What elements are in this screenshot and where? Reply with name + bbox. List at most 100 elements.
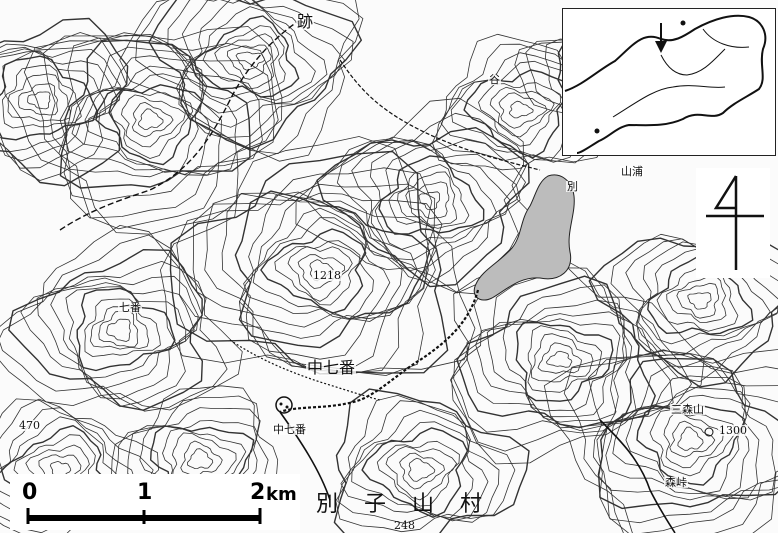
contour-line bbox=[399, 452, 445, 490]
road-4 bbox=[229, 339, 381, 401]
contour-line bbox=[18, 83, 59, 116]
contour-line bbox=[376, 440, 460, 507]
contour-line bbox=[169, 150, 449, 375]
contour-line bbox=[669, 420, 716, 458]
contour-line bbox=[121, 94, 186, 148]
label-nanaban: 七番 bbox=[118, 301, 142, 314]
contour-line bbox=[677, 426, 704, 451]
scale-tick-0: 0 bbox=[22, 480, 38, 505]
road-2 bbox=[59, 19, 301, 231]
label-tani: 谷 bbox=[488, 73, 501, 86]
scale-tick-1: 1 bbox=[137, 480, 153, 505]
road-3 bbox=[279, 411, 676, 533]
contour-line bbox=[20, 261, 203, 407]
contour-line bbox=[335, 395, 516, 533]
contour-line bbox=[175, 0, 345, 128]
label-peak-1218: 1218 bbox=[312, 269, 342, 282]
contour-line bbox=[160, 136, 476, 375]
contour-line bbox=[687, 292, 712, 310]
contour-line bbox=[515, 321, 614, 402]
contour-line bbox=[431, 33, 613, 171]
contour-line bbox=[435, 43, 597, 164]
contour-line bbox=[453, 267, 674, 433]
contour-line bbox=[243, 207, 391, 320]
contour-line bbox=[182, 6, 316, 101]
contour-line bbox=[546, 350, 573, 368]
contour-line bbox=[563, 350, 778, 533]
road-1 bbox=[279, 289, 480, 414]
contour-line bbox=[361, 427, 469, 518]
building-dot bbox=[279, 402, 283, 406]
contour-line bbox=[235, 51, 266, 71]
summit-marker bbox=[704, 427, 714, 437]
river-1 bbox=[339, 59, 541, 171]
contour-line bbox=[27, 91, 51, 110]
contour-line bbox=[192, 183, 436, 374]
contour-line bbox=[7, 73, 71, 122]
contour-line bbox=[418, 191, 440, 210]
contour-line bbox=[226, 44, 272, 80]
contour-line bbox=[463, 69, 570, 159]
contour-line bbox=[0, 17, 129, 187]
settlement-marker bbox=[275, 396, 293, 414]
contour-line bbox=[36, 275, 199, 400]
label-mori-pass: 森峠 bbox=[664, 476, 688, 489]
contour-line bbox=[530, 333, 594, 383]
contour-line bbox=[370, 140, 511, 261]
contour-line bbox=[337, 400, 500, 524]
contour-line bbox=[0, 46, 121, 169]
contour-line bbox=[50, 282, 195, 390]
scale-bar: 0 1 2 km bbox=[10, 474, 300, 530]
contour-line bbox=[23, 34, 279, 230]
contour-line bbox=[498, 92, 548, 129]
contour-line bbox=[214, 33, 280, 90]
label-mori-yama: 三森山 bbox=[670, 403, 705, 416]
contour-line bbox=[636, 404, 746, 486]
label-elev-248: 248 bbox=[394, 519, 415, 532]
contour-line bbox=[239, 191, 418, 339]
contour-line bbox=[187, 448, 214, 469]
contour-line bbox=[167, 0, 354, 138]
contour-line bbox=[316, 127, 530, 288]
contour-line bbox=[260, 228, 367, 314]
locator-inset-map bbox=[562, 8, 776, 156]
label-village-top: 跡 bbox=[296, 12, 315, 31]
contour-line bbox=[663, 412, 724, 469]
contour-line bbox=[537, 342, 582, 374]
scale-unit: km bbox=[266, 484, 297, 505]
contour-line bbox=[475, 299, 628, 423]
contour-line bbox=[239, 197, 403, 328]
contour-line bbox=[336, 136, 526, 284]
contour-line bbox=[388, 164, 470, 229]
label-village-name: 別子山村 bbox=[316, 492, 509, 517]
contour-line bbox=[408, 457, 436, 482]
contour-line bbox=[287, 246, 353, 302]
contour-line bbox=[676, 282, 720, 319]
contour-line bbox=[65, 286, 187, 379]
contour-line bbox=[58, 46, 238, 178]
contour-line bbox=[2, 64, 82, 129]
contour-line bbox=[8, 249, 203, 411]
contour-line bbox=[489, 86, 555, 138]
contour-line bbox=[148, 0, 362, 150]
contour-line bbox=[0, 234, 228, 412]
contour-line bbox=[612, 386, 751, 497]
scale-tick-2: 2 bbox=[250, 480, 266, 505]
contour-line bbox=[397, 171, 457, 226]
contour-line bbox=[119, 0, 360, 162]
building-dot bbox=[285, 405, 289, 409]
contour-line bbox=[204, 192, 443, 371]
contour-line bbox=[543, 349, 778, 533]
contour-line bbox=[456, 275, 656, 429]
label-naka-nanaban: 中七番 bbox=[306, 358, 357, 377]
shikoku-outline bbox=[564, 14, 767, 154]
label-yamaura: 山浦 bbox=[620, 165, 644, 178]
contour-line bbox=[0, 55, 98, 141]
contour-line bbox=[450, 60, 573, 161]
contour-line bbox=[625, 394, 747, 495]
contour-line bbox=[2, 26, 283, 235]
contour-line bbox=[351, 139, 521, 272]
contour-line bbox=[84, 73, 204, 173]
contour-line bbox=[181, 0, 328, 114]
